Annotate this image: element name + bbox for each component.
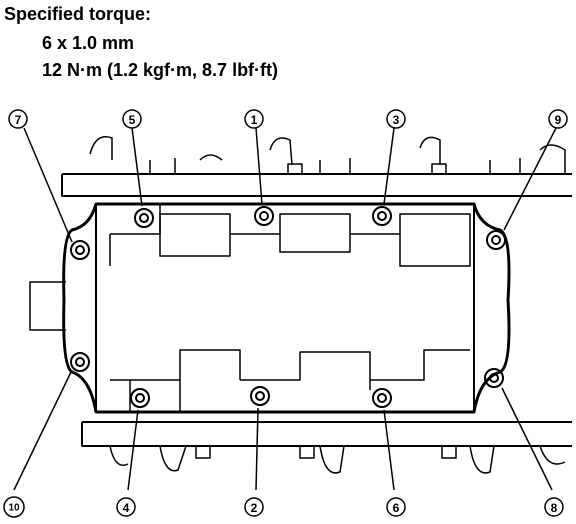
spec-bolt-size: 6 x 1.0 mm	[42, 33, 135, 53]
bolts	[70, 206, 506, 408]
side-boss	[29, 281, 66, 331]
callout-9: 9	[555, 113, 562, 127]
cover-features	[109, 204, 471, 412]
callout-circles	[3, 109, 568, 518]
leader-lines	[13, 127, 557, 491]
callout-8: 8	[551, 501, 558, 515]
callout-4: 4	[123, 501, 130, 515]
callout-10: 10	[8, 503, 20, 514]
callout-2: 2	[251, 501, 258, 515]
spec-torque-value: 12 N·m (1.2 kgf·m, 8.7 lbf·ft)	[42, 60, 279, 80]
upper-casting	[61, 136, 572, 197]
callout-5: 5	[129, 113, 136, 127]
lower-casting	[81, 421, 572, 474]
callout-7: 7	[15, 113, 22, 127]
spec-title: Specified torque:	[4, 4, 152, 24]
callout-1: 1	[251, 113, 258, 127]
callout-3: 3	[393, 113, 400, 127]
callout-6: 6	[393, 501, 400, 515]
